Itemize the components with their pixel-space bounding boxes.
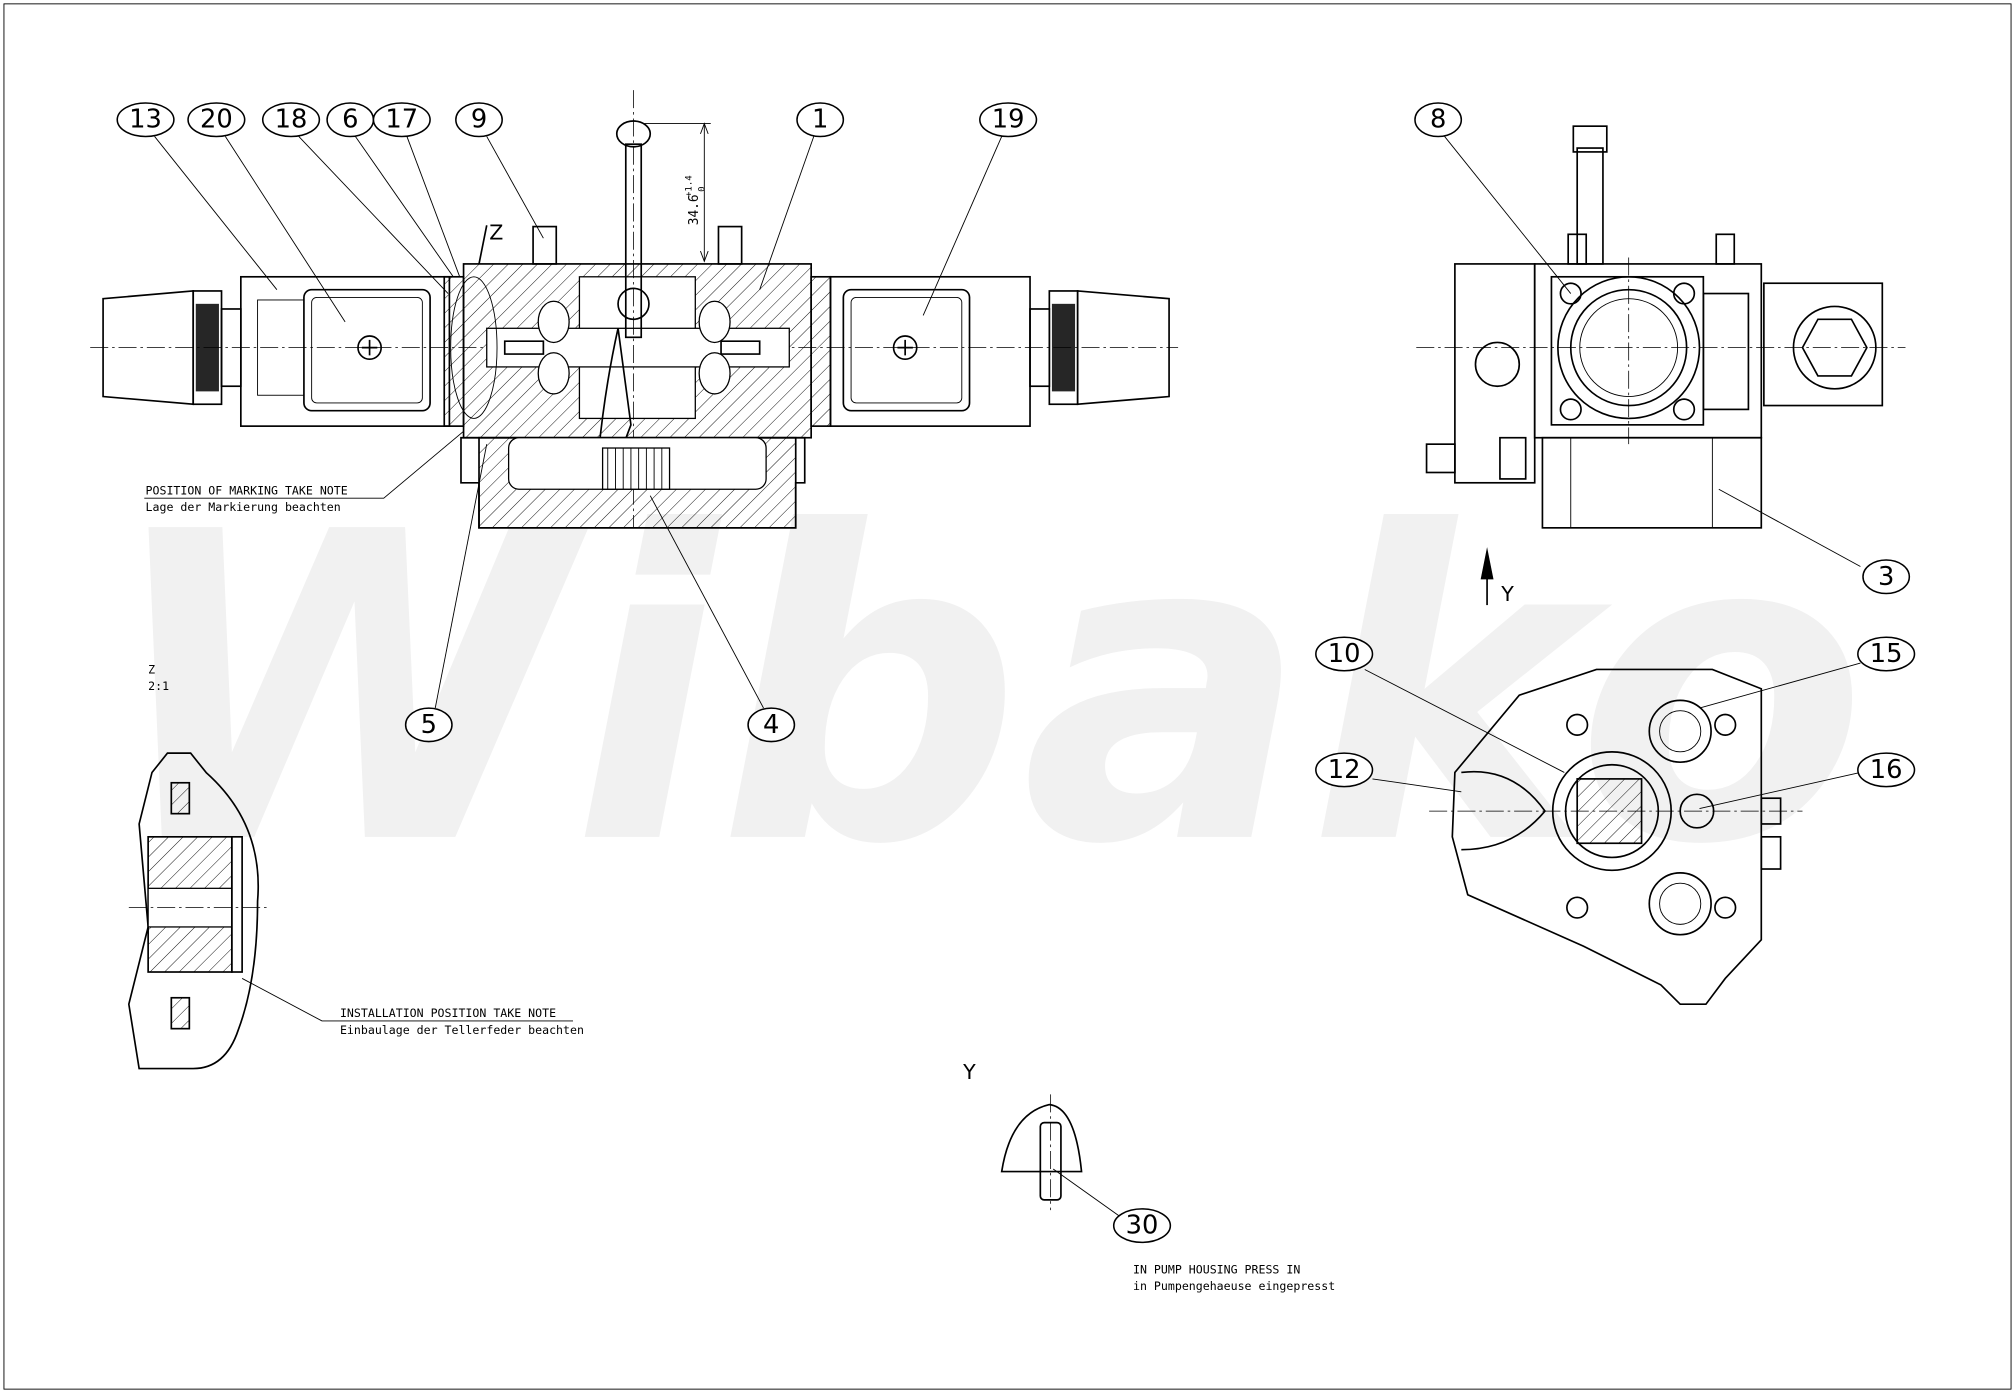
pin-left [532,225,558,265]
svg-text:15: 15 [1870,639,1903,669]
bottom-view [1429,668,1803,1006]
install-note-de: Einbaulage der Tellerfeder beachten [340,1023,584,1037]
view-y-pin: Y IN PUMP HOUSING PRESS IN in Pumpengeha… [962,1060,1335,1293]
balloon-19: 19 [979,102,1038,138]
svg-text:34.6: 34.6 [687,194,702,225]
svg-text:17: 17 [385,105,418,135]
svg-text:30: 30 [1126,1211,1159,1241]
left-solenoid [239,275,451,427]
svg-text:3: 3 [1878,562,1894,592]
sheet-border [3,3,2012,1390]
watermark: Wibako [103,444,1867,938]
svg-text:19: 19 [992,105,1025,135]
y-arrow-label: Y [1500,582,1514,606]
marking-note-en: POSITION OF MARKING TAKE NOTE [146,483,348,497]
detail-z-title: Z [148,662,155,676]
balloon-13: 13 [116,102,175,138]
detail-z-scale: 2:1 [148,679,169,693]
balloon-16: 16 [1857,752,1916,788]
balloon-1: 1 [796,102,845,138]
svg-text:1: 1 [812,105,828,135]
balloon-6: 6 [326,102,375,138]
balloon-30: 30 [1112,1208,1172,1244]
spring [601,447,671,490]
balloon-10: 10 [1315,636,1374,672]
main-section-view: 34.6 +1.4 0 Z [90,90,1179,529]
balloon-5: 5 [404,707,453,743]
svg-text:13: 13 [129,105,162,135]
side-view: Y [1416,125,1906,606]
svg-text:4: 4 [763,710,779,740]
svg-text:9: 9 [471,105,487,135]
svg-text:0: 0 [697,186,707,191]
right-connector-cap [1076,290,1170,406]
svg-text:5: 5 [421,710,437,740]
svg-text:+1.4: +1.4 [684,175,694,197]
balloon-12: 12 [1315,752,1374,788]
balloon-8: 8 [1414,102,1463,138]
y-view-label: Y [962,1060,976,1084]
leader-lines [154,136,1861,1217]
balloon-18: 18 [261,102,321,138]
balloon-15: 15 [1857,636,1916,672]
svg-text:6: 6 [342,105,358,135]
install-note-en: INSTALLATION POSITION TAKE NOTE [340,1006,556,1020]
svg-text:16: 16 [1870,755,1903,785]
balloon-20: 20 [187,102,246,138]
svg-text:8: 8 [1430,105,1446,135]
detail-z: Z 2:1 INSTALLATION POSITION TAKE NOTE Ei… [127,662,584,1070]
pin-right [717,225,743,265]
svg-text:20: 20 [200,105,233,135]
screw-icon [357,335,383,361]
svg-text:10: 10 [1328,639,1361,669]
balloon-3: 3 [1862,559,1911,595]
press-note-de: in Pumpengehaeuse eingepresst [1133,1279,1335,1293]
svg-text:18: 18 [275,105,308,135]
balloon-9: 9 [455,102,503,138]
balloon-17: 17 [372,102,431,138]
marking-note-de: Lage der Markierung beachten [146,500,341,514]
balloon-4: 4 [747,707,796,743]
dimension-label: 34.6 +1.4 0 [684,175,707,225]
z-marker-label: Z [489,220,503,244]
lever [624,143,643,339]
svg-text:12: 12 [1328,755,1361,785]
press-note-en: IN PUMP HOUSING PRESS IN [1133,1262,1300,1276]
